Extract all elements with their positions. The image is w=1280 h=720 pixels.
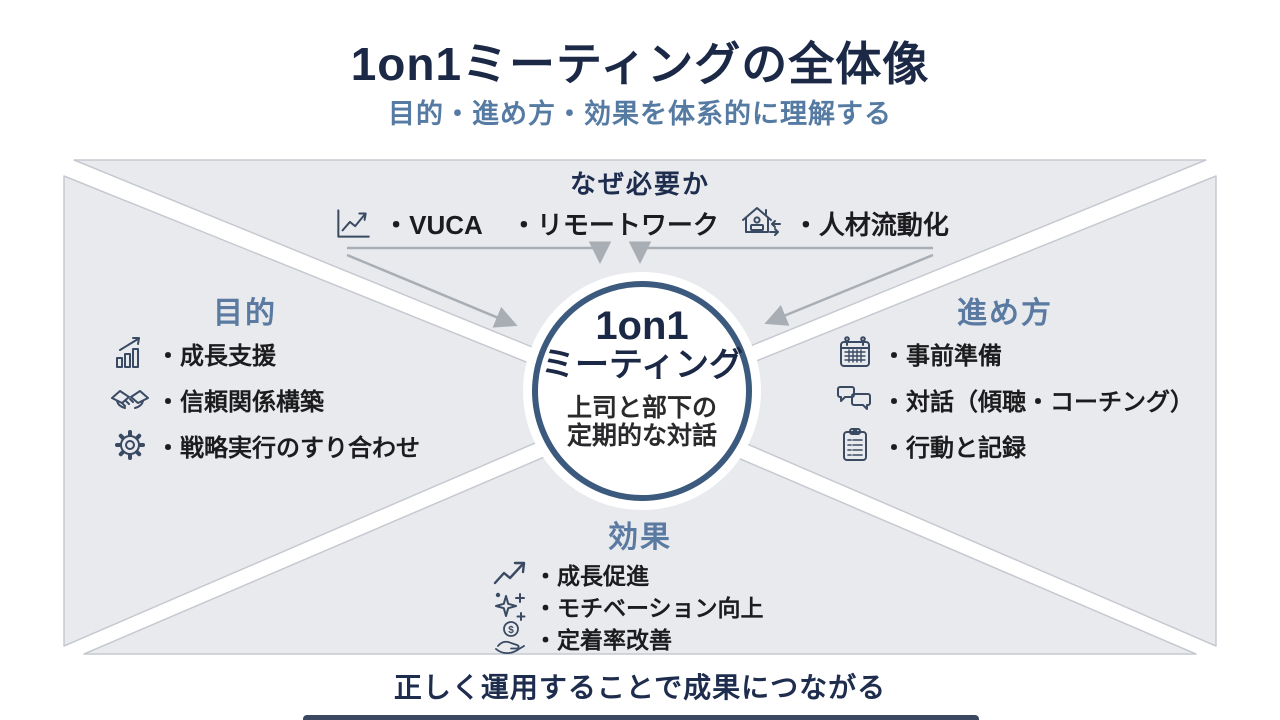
center-desc-line1: 上司と部下の	[566, 394, 717, 423]
arrow-top-left	[347, 241, 612, 264]
page-title: 1on1ミーティングの全体像	[350, 38, 930, 90]
effects-items: ・成長促進 ・モチベーション向上 $ ・定着率改善	[486, 558, 764, 654]
clipboard-icon	[828, 425, 882, 465]
arrow-top-right	[628, 241, 933, 264]
effects-heading: 効果	[608, 521, 672, 554]
purpose-items: ・成長支援 ・信頼関係構築 ・戦略実行のすり合わせ	[104, 330, 420, 468]
center-circle-text: 1on1 ミーティング 上司と部下の 定期的な対話	[512, 306, 772, 450]
sparkles-icon	[486, 588, 534, 624]
cutoff-banner	[303, 715, 979, 720]
footer-text: 正しく運用することで成果につながる	[393, 672, 887, 703]
why-heading: なぜ必要か	[569, 169, 710, 199]
panel-process	[651, 175, 1217, 647]
page-subtitle: 目的・進め方・効果を体系的に理解する	[388, 99, 892, 129]
effects-item-label: ・成長促進	[534, 563, 649, 589]
list-item: $ ・定着率改善	[486, 622, 764, 654]
list-item: ・モチベーション向上	[486, 590, 764, 622]
list-item: ・行動と記録	[828, 422, 1194, 468]
process-item-label: ・行動と記録	[882, 434, 1026, 462]
center-title-line1: 1on1	[595, 304, 689, 348]
center-circle	[532, 281, 752, 501]
center-desc-line2: 定期的な対話	[566, 422, 717, 451]
panel-effects	[83, 415, 1197, 655]
why-item-label: ・人材流動化	[792, 209, 949, 240]
list-item: ・戦略実行のすり合わせ	[104, 422, 420, 468]
arrow-right-diagonal	[764, 253, 934, 326]
process-items: ・事前準備 ・対話（傾聴・コーチング） ・行動と記	[828, 330, 1194, 468]
process-item-label: ・事前準備	[882, 342, 1002, 370]
purpose-heading: 目的	[213, 297, 277, 330]
chat-bubbles-icon	[828, 379, 882, 419]
list-item: ・事前準備	[828, 330, 1194, 376]
why-items: ・VUCA ・リモートワーク ・人材流動化	[0, 200, 1280, 246]
panel-purpose	[63, 175, 629, 647]
list-item: ・成長支援	[104, 330, 420, 376]
list-item: ・成長促進	[486, 558, 764, 590]
purpose-item-label: ・戦略実行のすり合わせ	[156, 434, 420, 462]
svg-text:$: $	[508, 625, 514, 636]
list-item: ・対話（傾聴・コーチング）	[828, 376, 1194, 422]
handshake-icon	[104, 379, 156, 419]
effects-item-label: ・モチベーション向上	[534, 595, 764, 621]
remote-work-home-icon	[737, 200, 783, 246]
process-item-label: ・対話（傾聴・コーチング）	[882, 388, 1194, 416]
process-heading: 進め方	[957, 297, 1053, 330]
gear-icon	[104, 425, 156, 465]
bar-chart-growth-icon	[104, 333, 156, 373]
why-item-label: ・VUCA	[383, 209, 483, 240]
calendar-icon	[828, 333, 882, 373]
line-chart-icon	[331, 202, 373, 244]
purpose-item-label: ・信頼関係構築	[156, 388, 324, 416]
list-item: ・信頼関係構築	[104, 376, 420, 422]
arrow-left-diagonal	[346, 253, 518, 328]
why-item-label: ・リモートワーク	[510, 209, 719, 240]
purpose-item-label: ・成長支援	[156, 342, 276, 370]
trend-up-arrow-icon	[486, 559, 534, 589]
effects-item-label: ・定着率改善	[534, 627, 672, 653]
center-title-line2: ミーティング	[541, 346, 743, 384]
coin-hand-icon: $	[486, 620, 534, 656]
